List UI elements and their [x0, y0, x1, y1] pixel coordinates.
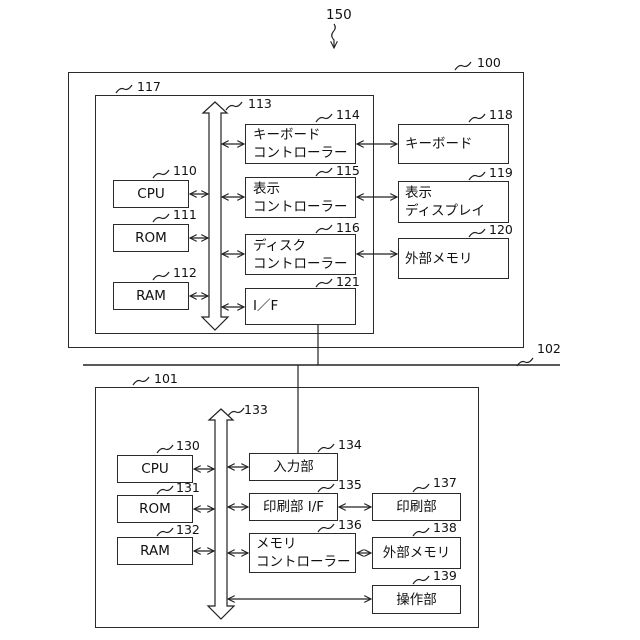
- keyboard-controller-label-line2: コントローラー: [253, 144, 348, 162]
- printer-rom-box: ROM: [117, 495, 193, 523]
- host-ram-ref: 112: [173, 266, 197, 280]
- keyboard-ref: 118: [489, 108, 513, 122]
- operation-unit-box: 操作部: [372, 585, 461, 614]
- keyboard-label: キーボード: [405, 135, 473, 153]
- host-cpu-label: CPU: [114, 185, 188, 203]
- display-controller-box: 表示 コントローラー: [245, 177, 356, 218]
- printer-bus-ref: 133: [244, 403, 268, 417]
- print-unit-ref: 137: [433, 476, 457, 490]
- host-rom-label: ROM: [114, 229, 188, 247]
- keyboard-box: キーボード: [398, 124, 509, 164]
- host-cpu-box: CPU: [113, 180, 189, 208]
- input-unit-label: 入力部: [250, 458, 337, 476]
- printer-cpu-ref: 130: [176, 439, 200, 453]
- display-controller-label-line1: 表示: [253, 180, 280, 198]
- host-ram-label: RAM: [114, 287, 188, 305]
- leader-100: [455, 62, 471, 70]
- printer-rom-ref: 131: [176, 481, 200, 495]
- keyboard-controller-label-line1: キーボード: [253, 126, 321, 144]
- printer-cpu-label: CPU: [118, 460, 192, 478]
- printer-rom-label: ROM: [118, 500, 192, 518]
- printer-ref: 101: [154, 372, 178, 386]
- figure-ref-arrow: [332, 24, 336, 48]
- host-external-memory-ref: 120: [489, 223, 513, 237]
- printer-external-memory-box: 外部メモリ: [372, 537, 461, 569]
- disk-controller-label-line2: コントローラー: [253, 255, 348, 273]
- host-interface-box: I／F: [245, 288, 356, 325]
- host-bus-ref: 113: [248, 97, 272, 111]
- leader-101: [133, 377, 149, 385]
- host-interface-label: I／F: [253, 297, 278, 315]
- print-interface-label: 印刷部 I/F: [250, 498, 337, 516]
- operation-unit-label: 操作部: [373, 591, 460, 609]
- display-label-line1: 表示: [405, 184, 432, 202]
- printer-external-memory-ref: 138: [433, 521, 457, 535]
- operation-unit-ref: 139: [433, 569, 457, 583]
- host-external-memory-label: 外部メモリ: [405, 250, 473, 268]
- print-interface-ref: 135: [338, 478, 362, 492]
- host-computer-ref: 100: [477, 56, 501, 70]
- host-ram-box: RAM: [113, 282, 189, 310]
- leader-102: [517, 358, 533, 366]
- memory-controller-label-line1: メモリ: [256, 535, 297, 553]
- host-rom-box: ROM: [113, 224, 189, 252]
- figure-ref-label: 150: [326, 8, 352, 22]
- printer-cpu-box: CPU: [117, 455, 193, 483]
- disk-controller-ref: 116: [336, 221, 360, 235]
- host-cpu-ref: 110: [173, 164, 197, 178]
- disk-controller-label-line1: ディスク: [253, 237, 306, 255]
- display-label-line2: ディスプレイ: [405, 202, 485, 220]
- network-ref: 102: [537, 342, 561, 356]
- print-unit-label: 印刷部: [373, 498, 460, 516]
- printer-ram-box: RAM: [117, 537, 193, 565]
- input-unit-ref: 134: [338, 438, 362, 452]
- printer-ram-label: RAM: [118, 542, 192, 560]
- host-board-ref: 117: [137, 80, 161, 94]
- memory-controller-ref: 136: [338, 518, 362, 532]
- print-unit-box: 印刷部: [372, 493, 461, 521]
- display-controller-label-line2: コントローラー: [253, 198, 348, 216]
- display-controller-ref: 115: [336, 164, 360, 178]
- memory-controller-box: メモリ コントローラー: [249, 533, 356, 573]
- host-external-memory-box: 外部メモリ: [398, 238, 509, 279]
- keyboard-controller-box: キーボード コントローラー: [245, 124, 356, 164]
- printer-external-memory-label: 外部メモリ: [373, 544, 460, 562]
- display-ref: 119: [489, 166, 513, 180]
- display-box: 表示 ディスプレイ: [398, 181, 509, 223]
- host-interface-ref: 121: [336, 275, 360, 289]
- host-rom-ref: 111: [173, 208, 197, 222]
- memory-controller-label-line2: コントローラー: [256, 553, 351, 571]
- printer-ram-ref: 132: [176, 523, 200, 537]
- keyboard-controller-ref: 114: [336, 108, 360, 122]
- print-interface-box: 印刷部 I/F: [249, 493, 338, 521]
- input-unit-box: 入力部: [249, 453, 338, 481]
- disk-controller-box: ディスク コントローラー: [245, 234, 356, 275]
